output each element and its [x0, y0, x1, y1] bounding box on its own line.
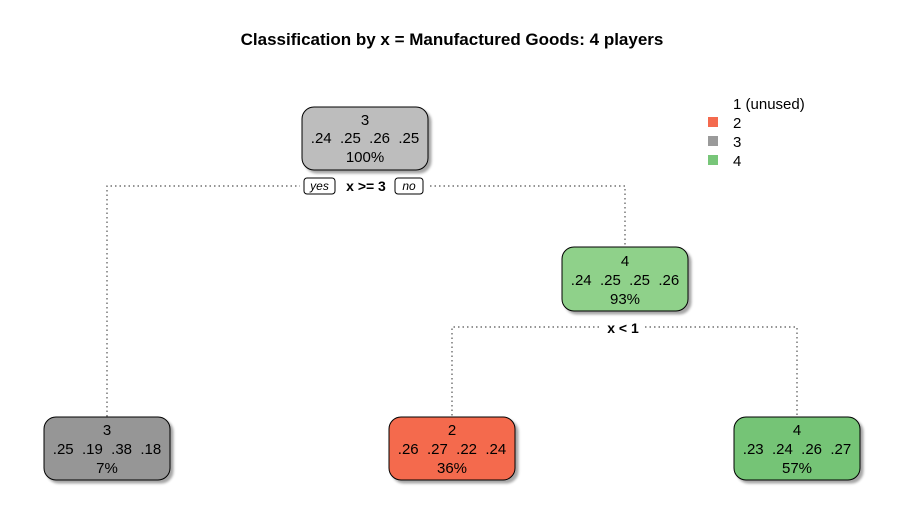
edges	[106, 185, 798, 430]
edge-right-mid	[451, 326, 600, 420]
legend: 1 (unused) 2 3 4	[708, 96, 805, 170]
node-right-box	[561, 246, 689, 312]
legend-label-3: 3	[733, 134, 741, 151]
leaf-mid-box	[388, 416, 516, 481]
edge-root-right	[430, 185, 626, 250]
legend-swatch-4	[708, 155, 718, 165]
node-right-pct: 93%	[610, 291, 640, 308]
node-right-class: 4	[621, 253, 629, 270]
split-label-root: x >= 3	[346, 178, 386, 194]
yes-label: yes	[309, 179, 329, 193]
node-root-pct: 100%	[346, 149, 384, 166]
legend-swatch-3	[708, 136, 718, 146]
edge-root-left	[106, 185, 300, 430]
no-box	[394, 177, 424, 195]
leaf-mid-pct: 36%	[437, 460, 467, 477]
leaf-right-pct: 57%	[782, 460, 812, 477]
leaf-mid-probs: .26 .27 .22 .24	[398, 441, 506, 458]
diagram-title: Classification by x = Manufactured Goods…	[240, 30, 664, 49]
node-root-class: 3	[361, 112, 369, 129]
yes-box	[303, 177, 336, 195]
leaf-right-class: 4	[793, 422, 801, 439]
legend-label-1: 1 (unused)	[733, 96, 805, 113]
leaf-mid-class: 2	[448, 422, 456, 439]
legend-swatch-2	[708, 117, 718, 127]
node-right: 4 .24 .25 .25 .26 93%	[561, 246, 689, 312]
legend-label-2: 2	[733, 115, 741, 132]
leaf-left-pct: 7%	[96, 460, 118, 477]
leaf-left: 3 .25 .19 .38 .18 7%	[43, 416, 171, 481]
node-root-box	[301, 106, 429, 171]
leaf-left-box	[43, 416, 171, 481]
node-right-probs: .24 .25 .25 .26	[571, 272, 679, 289]
leaf-left-probs: .25 .19 .38 .18	[53, 441, 161, 458]
leaf-right-box	[733, 416, 861, 481]
root-split: yes x >= 3 no	[303, 177, 424, 195]
leaf-left-class: 3	[103, 422, 111, 439]
edge-right-right	[645, 326, 798, 420]
node-root: 3 .24 .25 .26 .25 100%	[301, 106, 429, 171]
leaf-right: 4 .23 .24 .26 .27 57%	[733, 416, 861, 481]
no-label: no	[402, 179, 416, 193]
legend-label-4: 4	[733, 153, 741, 170]
leaf-mid: 2 .26 .27 .22 .24 36%	[388, 416, 516, 481]
node-root-probs: .24 .25 .26 .25	[311, 130, 419, 147]
split-label-right: x < 1	[607, 320, 639, 336]
leaf-right-probs: .23 .24 .26 .27	[743, 441, 851, 458]
